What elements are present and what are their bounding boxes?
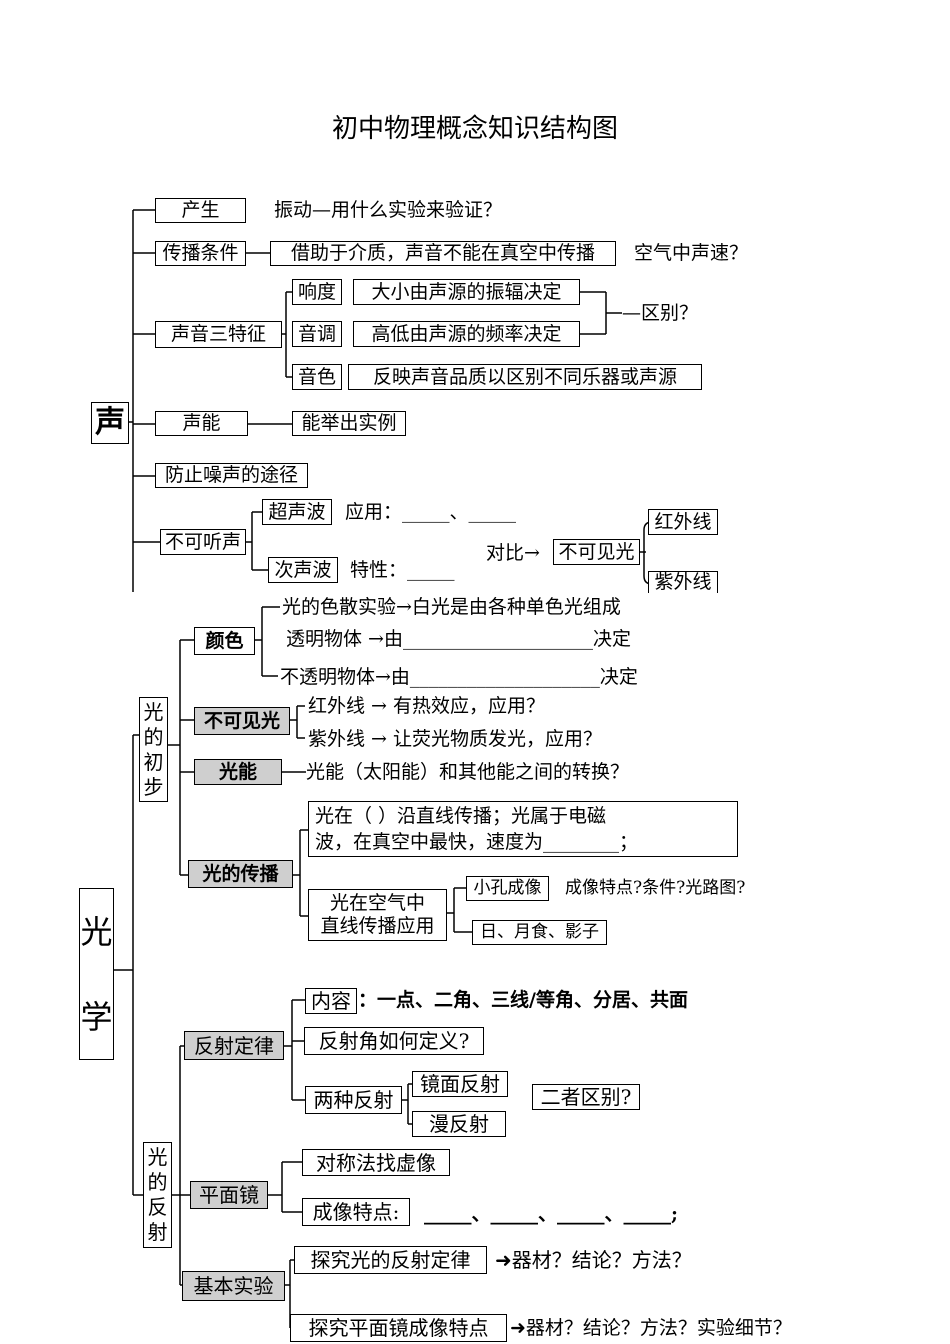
plane-mirror-box: 平面镜 xyxy=(190,1181,268,1209)
color-box: 颜色 xyxy=(194,627,255,655)
reflection-angle-box: 反射角如何定义? xyxy=(304,1027,484,1055)
experiment-mirror-note-text: 器材？结论？方法？实验细节？ xyxy=(525,1317,792,1339)
mirror-features-box: 成像特点: xyxy=(302,1198,410,1226)
timbre-desc: 反映声音品质以区别不同乐器或声源 xyxy=(348,364,702,390)
dispersion-note: 光的色散实验→白光是由各种单色光组成 xyxy=(282,596,621,618)
transparent-note: 透明物体 →由____________________决定 xyxy=(286,628,631,650)
eclipse-box: 日、月食、影子 xyxy=(472,920,607,945)
pinhole-note: 成像特点?条件?光路图? xyxy=(565,878,746,898)
propagation-fact-box: 光在（ ）沿直线传播；光属于电磁 波，在真空中最快，速度为________； xyxy=(308,801,738,857)
pitch-box: 音调 xyxy=(292,321,342,347)
light-reflection-box: 光的反射 xyxy=(143,1142,172,1248)
ultrasonic-box: 超声波 xyxy=(262,499,332,525)
optics-root-top: 光 xyxy=(80,912,113,951)
light-basics-box: 光的初步 xyxy=(139,697,168,802)
symmetry-box: 对称法找虚像 xyxy=(302,1149,450,1176)
experiment-reflection-box: 探究光的反射定律 xyxy=(294,1246,487,1274)
reflection-law-box: 反射定律 xyxy=(184,1031,284,1060)
light-energy-box: 光能 xyxy=(194,759,282,785)
propagation-fact-line2: 波，在真空中最快，速度为________； xyxy=(315,831,639,853)
experiment-reflection-note-text: 器材？结论？方法？ xyxy=(511,1248,692,1272)
inaudible-box: 不可听声 xyxy=(160,529,246,555)
ultrasonic-note: 应用：_____、_____ xyxy=(345,501,517,523)
propagation-fact-line1: 光在（ ）沿直线传播；光属于电磁 xyxy=(315,805,607,827)
loudness-desc: 大小由声源的振辐决定 xyxy=(353,279,580,305)
ultraviolet-note: 紫外线 → 让荧光物质发光，应用？ xyxy=(308,728,602,750)
timbre-box: 音色 xyxy=(292,364,342,390)
noise-prevention-box: 防止噪声的途径 xyxy=(155,463,308,488)
contrast-arrow: 对比→ xyxy=(486,542,540,564)
infrasonic-note: 特性：_____ xyxy=(350,559,455,581)
application-line2: 直线传播应用 xyxy=(320,915,435,937)
loudness-box: 响度 xyxy=(292,279,342,305)
experiment-mirror-box: 探究平面镜成像特点 xyxy=(290,1314,507,1342)
pinhole-box: 小孔成像 xyxy=(466,876,549,901)
sound-root: 声 xyxy=(91,402,129,444)
basic-experiments-box: 基本实验 xyxy=(182,1271,285,1301)
difference-box: 二者区别? xyxy=(532,1084,640,1110)
optics-root: 光 学 xyxy=(79,888,114,1060)
ultraviolet-box: 紫外线 xyxy=(648,571,718,593)
two-reflections-box: 两种反射 xyxy=(305,1086,402,1114)
features-box: 声音三特征 xyxy=(155,321,282,348)
mirror-features-blanks: _____、_____、_____、_____; xyxy=(424,1203,679,1225)
arrow-icon: ➜ xyxy=(510,1317,526,1339)
produce-note: 振动—用什么实验来验证？ xyxy=(274,199,503,221)
sound-energy-box: 声能 xyxy=(155,411,248,436)
propagation-application-box: 光在空气中 直线传播应用 xyxy=(308,889,447,941)
experiment-mirror-note: ➜器材？结论？方法？实验细节？ xyxy=(510,1319,792,1338)
sound-energy-note: 能举出实例 xyxy=(292,411,406,436)
invisible-light-box: 不可见光 xyxy=(553,539,640,565)
law-content-text: ：一点、二角、三线/等角、分居、共面 xyxy=(358,989,688,1011)
law-content-box: 内容 xyxy=(305,988,357,1014)
experiment-reflection-note: ➜器材？结论？方法？ xyxy=(495,1250,692,1270)
propagation-fact: 借助于介质，声音不能在真空中传播 xyxy=(270,241,616,266)
light-energy-note: 光能（太阳能）和其他能之间的转换？ xyxy=(306,761,630,783)
infrared-note: 红外线 → 有热效应，应用？ xyxy=(308,695,545,717)
produce-box: 产生 xyxy=(155,198,246,223)
arrow-icon: ➜ xyxy=(495,1248,512,1272)
opaque-note: 不透明物体→由____________________决定 xyxy=(280,666,638,688)
optics-root-bottom: 学 xyxy=(80,997,113,1036)
propagation-box: 传播条件 xyxy=(155,241,246,266)
application-line1: 光在空气中 xyxy=(329,892,425,915)
infrared-box: 红外线 xyxy=(648,509,718,535)
pitch-desc: 高低由声源的频率决定 xyxy=(353,321,580,347)
difference-question: —区别？ xyxy=(622,302,699,324)
sound-speed-question: 空气中声速？ xyxy=(634,242,749,264)
light-propagation-box: 光的传播 xyxy=(188,860,293,888)
specular-box: 镜面反射 xyxy=(412,1071,508,1097)
diffuse-box: 漫反射 xyxy=(412,1111,506,1137)
page-title: 初中物理概念知识结构图 xyxy=(331,114,618,144)
invisible-light-optics-box: 不可见光 xyxy=(194,707,290,735)
infrasonic-box: 次声波 xyxy=(268,557,338,583)
